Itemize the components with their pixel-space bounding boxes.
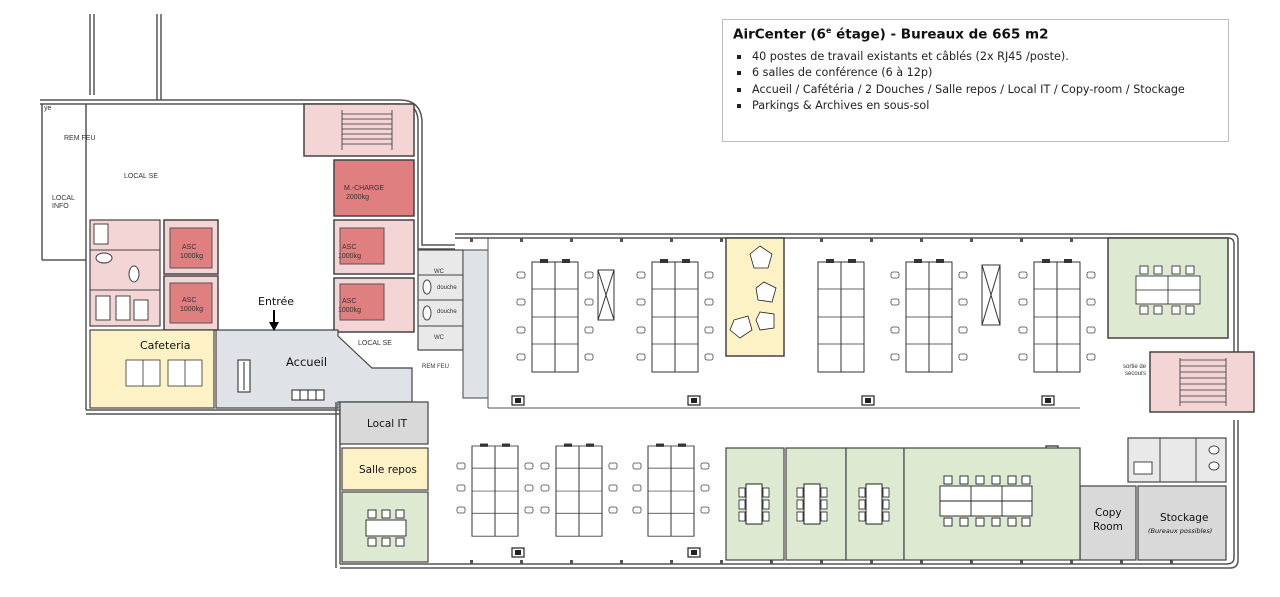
label-asc-1-kg: 1000kg	[338, 253, 361, 260]
vent-icon	[511, 547, 525, 558]
vent-icon	[511, 395, 525, 406]
wc-right	[1127, 437, 1227, 483]
room-local-it: Local IT	[367, 418, 408, 430]
label-local-info-2: INFO	[52, 203, 69, 210]
cafeteria-area	[89, 329, 215, 409]
conference-table	[738, 483, 770, 525]
local-it-room	[339, 401, 429, 445]
info-title-rest: étage) - Bureaux de 665 m2	[831, 26, 1049, 43]
vent-icon	[687, 395, 701, 406]
left-walls	[40, 14, 455, 415]
conference-table	[796, 483, 828, 525]
label-sortie-2: secours	[1125, 371, 1146, 377]
desk-cluster	[905, 258, 953, 373]
desk-cluster-bottom	[647, 443, 695, 537]
label-sortie-1: sortie de	[1123, 364, 1147, 370]
info-title-sup: e	[825, 26, 832, 35]
storage-units	[597, 264, 1001, 326]
room-salle-repos: Salle repos	[359, 464, 417, 476]
stockage-room	[1137, 485, 1227, 561]
info-list: 40 postes de travail existants et câblés…	[733, 49, 1218, 115]
info-title-main: AirCenter (6	[733, 26, 826, 43]
emergency-stair	[1149, 351, 1255, 413]
room-copy-line1: Copy	[1095, 507, 1122, 519]
label-asc-2: ASC	[342, 298, 356, 305]
label-asc-3-kg: 1000kg	[180, 253, 203, 260]
label-mcharge-1: M.-CHARGE	[344, 185, 384, 192]
info-item: 40 postes de travail existants et câblés…	[733, 49, 1218, 66]
desk-cluster-bottom	[555, 443, 603, 537]
desk-cluster	[817, 258, 865, 373]
entry-arrow-icon	[269, 310, 279, 331]
label-douche-2: douche	[437, 309, 457, 315]
salle-repos-room	[341, 447, 429, 491]
desk-cluster-bottom	[471, 443, 519, 537]
desk-cluster	[651, 258, 699, 373]
room-cafeteria: Cafeteria	[140, 339, 190, 352]
label-entree: Entrée	[258, 295, 294, 308]
room-stockage-note: (Bureaux possibles)	[1148, 527, 1212, 535]
label-asc-4-kg: 1000kg	[180, 306, 203, 313]
label-local-info-1: LOCAL	[52, 195, 75, 202]
conference-table	[858, 483, 890, 525]
label-asc-3: ASC	[182, 244, 196, 251]
vent-icon	[861, 395, 875, 406]
vent-icon	[1041, 395, 1055, 406]
room-stockage: Stockage	[1160, 512, 1208, 524]
label-douche-1: douche	[437, 285, 457, 291]
label-asc-1: ASC	[342, 244, 356, 251]
info-title: AirCenter (6e étage) - Bureaux de 665 m2	[733, 26, 1218, 43]
label-ye: ye	[44, 105, 52, 112]
room-copy-line2: Room	[1093, 521, 1123, 533]
table-bottom-left	[365, 509, 407, 547]
vent-icon	[687, 547, 701, 558]
info-box: AirCenter (6e étage) - Bureaux de 665 m2…	[722, 19, 1229, 142]
wc-douche	[417, 249, 489, 399]
yellow-meeting-room	[725, 237, 785, 357]
desk-cluster	[1033, 258, 1081, 373]
info-item: Accueil / Cafétéria / 2 Douches / Salle …	[733, 82, 1218, 99]
label-wc-2: WC	[434, 335, 445, 341]
room-accueil: Accueil	[286, 355, 327, 369]
label-mcharge-2: 2000kg	[346, 194, 369, 201]
label-asc-4: ASC	[182, 297, 196, 304]
label-wc-1: WC	[434, 269, 445, 275]
large-conference-table	[939, 475, 1033, 527]
label-rem-feu-top: REM FEU	[64, 135, 96, 142]
info-item: Parkings & Archives en sous-sol	[733, 98, 1218, 115]
label-asc-2-kg: 1000kg	[338, 307, 361, 314]
label-local-se-top: LOCAL SE	[124, 173, 158, 180]
label-rem-feu-bottom: REM FEU	[422, 364, 449, 370]
info-item: 6 salles de conférence (6 à 12p)	[733, 65, 1218, 82]
green-room-top-right	[1107, 237, 1229, 339]
label-local-se-bottom: LOCAL SE	[358, 340, 392, 347]
desk-cluster	[531, 258, 579, 373]
core	[89, 103, 415, 333]
accueil-area	[215, 329, 413, 409]
